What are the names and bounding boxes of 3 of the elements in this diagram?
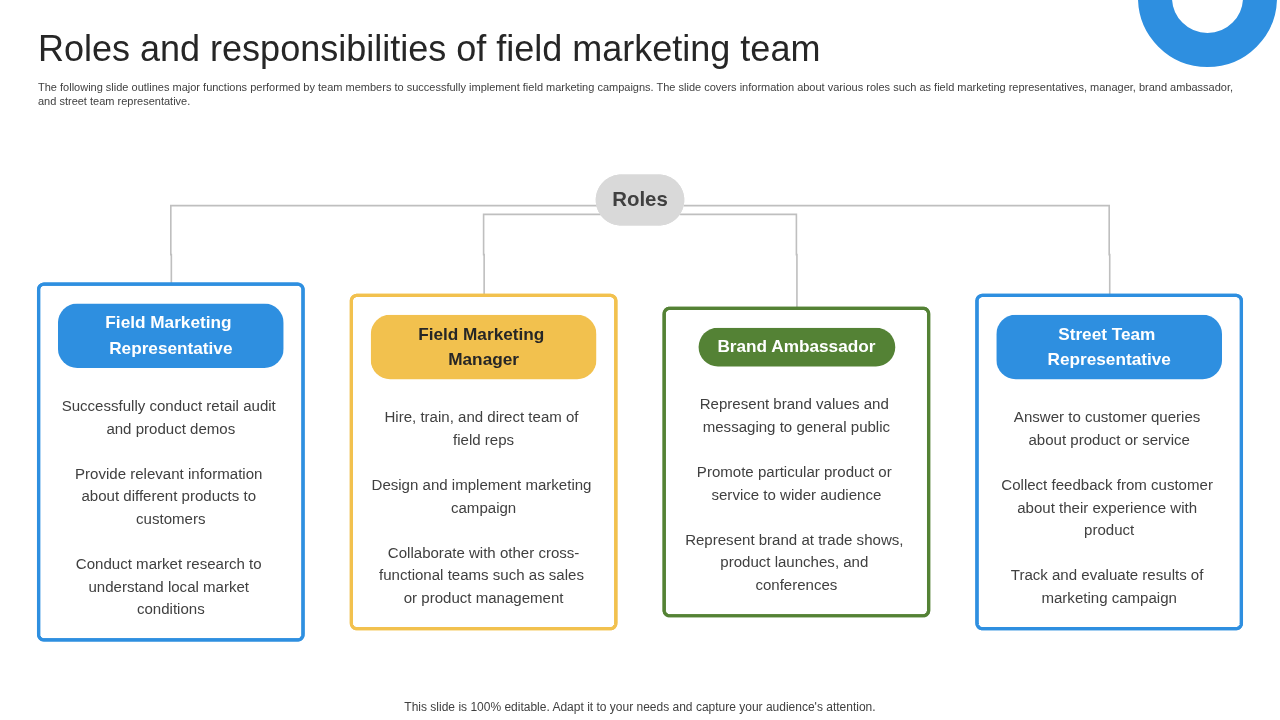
description-text: The following slide outlines major functions performed by team members to successfully implement field marketing campaigns. The slide covers information about various roles such as field marketing representatives, manager, brand ambassador, and street team representative.: [38, 80, 1235, 108]
slide-title: Roles and responsibilities of field marketing team: [38, 28, 821, 70]
footer-note: This slide is 100% editable. Adapt it to your needs and capture your audience's attention.: [404, 700, 876, 714]
